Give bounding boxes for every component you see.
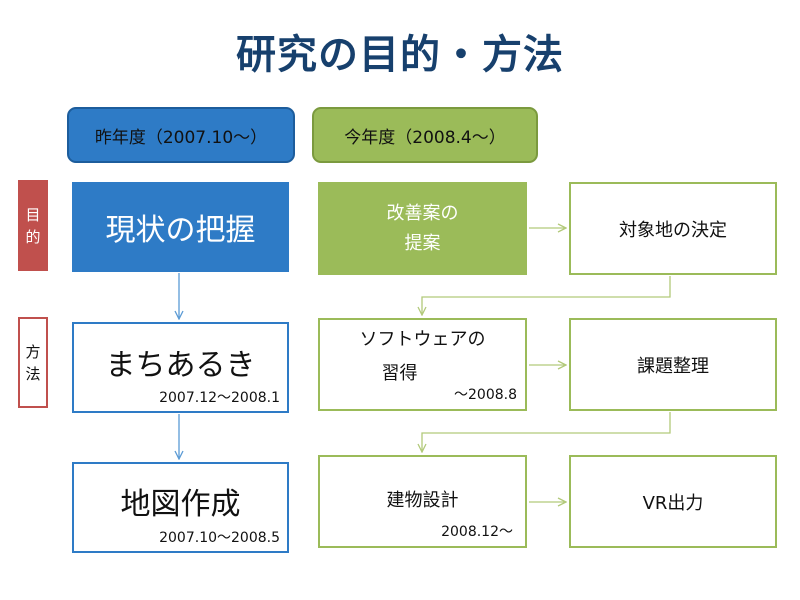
target-site-box: 対象地の決定 [569, 182, 777, 275]
vr-output-label: VR出力 [642, 492, 704, 514]
arrow-target-to-software [422, 276, 671, 315]
improvement-proposal-line-2: 提案 [404, 232, 441, 254]
method-row-label: 方 法 [18, 317, 48, 408]
issue-organizing-box: 課題整理 [569, 318, 777, 411]
machiaruki-box: まちあるき 2007.12～2008.1 [72, 322, 289, 413]
issue-organizing-label: 課題整理 [637, 355, 709, 377]
improvement-proposal-line-1: 改善案の [386, 202, 459, 224]
building-design-box: 建物設計 2008.12～ [318, 455, 527, 548]
software-learning-line-1: ソフトウェアの [359, 328, 486, 350]
map-making-label: 地図作成 [120, 486, 241, 522]
software-learning-period: ～2008.8 [454, 387, 517, 403]
grasp-current-state-label: 現状の把握 [105, 213, 256, 248]
method-char-2: 法 [25, 364, 41, 383]
page-title: 研究の目的・方法 [236, 31, 564, 78]
purpose-char-2: 的 [25, 227, 41, 246]
vr-output-box: VR出力 [569, 455, 777, 548]
software-learning-line-2: 習得 [381, 362, 418, 384]
software-learning-box: ソフトウェアの 習得 ～2008.8 [318, 318, 527, 411]
building-design-label: 建物設計 [386, 489, 459, 511]
machiaruki-period: 2007.12～2008.1 [159, 390, 280, 406]
map-making-period: 2007.10～2008.5 [159, 530, 280, 546]
grasp-current-state-box: 現状の把握 [72, 182, 289, 272]
last-year-header: 昨年度（2007.10～） [67, 107, 295, 163]
building-design-period: 2008.12～ [441, 524, 513, 540]
arrow-issues-to-building [422, 412, 671, 452]
purpose-row-label: 目 的 [18, 180, 48, 271]
this-year-header: 今年度（2008.4～） [312, 107, 538, 163]
improvement-proposal-box: 改善案の 提案 [318, 182, 527, 275]
method-char-1: 方 [25, 342, 41, 361]
machiaruki-label: まちあるき [105, 347, 256, 383]
target-site-label: 対象地の決定 [619, 219, 727, 241]
map-making-box: 地図作成 2007.10～2008.5 [72, 462, 289, 553]
purpose-char-1: 目 [25, 205, 41, 224]
